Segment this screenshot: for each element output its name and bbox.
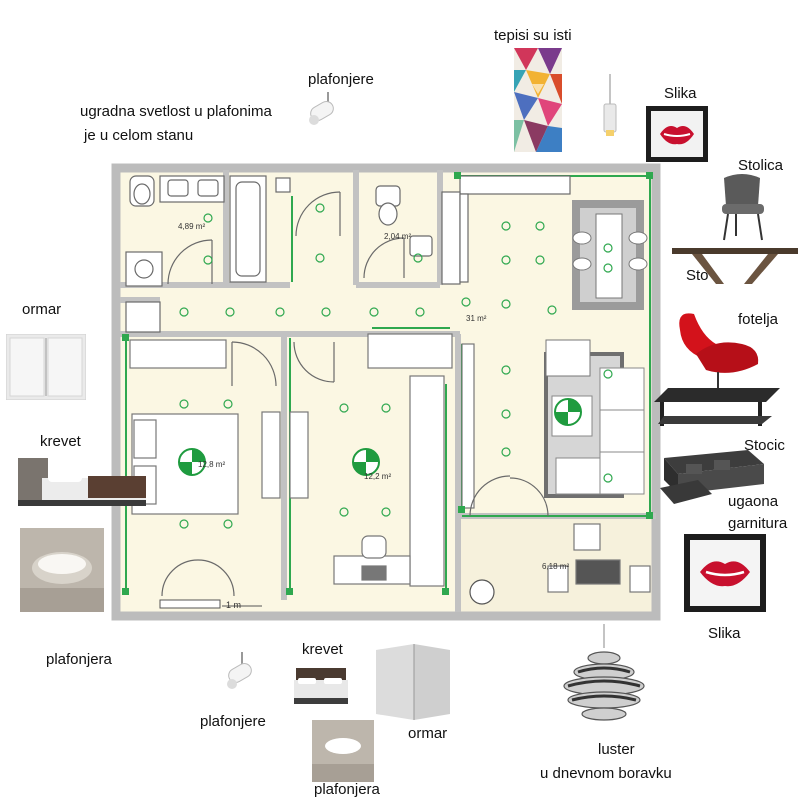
corner-nodes	[122, 172, 653, 595]
ceiling-lights	[179, 203, 613, 529]
dining-set	[572, 200, 648, 310]
living-sofa	[544, 339, 645, 498]
lips-painting-top-image	[646, 106, 708, 162]
main-light-markers	[178, 398, 582, 476]
spot-lamp-bottom-image	[227, 652, 252, 689]
area-living: 31 m²	[466, 314, 487, 323]
spot-lamp-top-image	[309, 92, 334, 125]
bedroom-furniture	[261, 411, 411, 585]
builtin-light-line1: ugradna svetlost u plafonima	[80, 103, 272, 120]
ceiling-light-left-label: plafonjera	[46, 651, 112, 668]
wardrobe-left-image	[6, 334, 86, 400]
chair-image	[722, 174, 764, 241]
area-bathroom: 4,89 m²	[178, 222, 206, 231]
painting-top-label: Slika	[664, 85, 697, 102]
bathroom-fixtures	[125, 175, 267, 333]
rugs-label: tepisi su isti	[494, 27, 572, 44]
chandelier-label-line1: luster	[598, 741, 635, 758]
corner-sofa-image	[660, 450, 764, 504]
table-label: Sto	[686, 267, 709, 284]
wardrobe-bottom-label: ormar	[408, 725, 448, 742]
ceiling-light-left-image	[20, 528, 104, 612]
outer-walls	[111, 163, 661, 621]
area-balcony: 6,18 m²	[542, 562, 570, 571]
sofa-label-line1: ugaona	[728, 493, 779, 510]
area-toilet: 2,04 m²	[384, 232, 412, 241]
builtin-light-line2: je u celom stanu	[84, 127, 194, 144]
balcony-furniture	[469, 523, 651, 605]
bed-left-image	[18, 458, 146, 506]
bed-left-label: krevet	[40, 433, 81, 450]
ceiling-light-bottom-label: plafonjera	[314, 781, 380, 798]
bed-bottom-image	[294, 668, 348, 704]
ceiling-lamps-top-label: plafonjere	[308, 71, 374, 88]
wardrobe-left-label: ormar	[22, 301, 62, 318]
chandelier-label-line2: u dnevnom boravku	[540, 765, 672, 782]
chandelier-image	[563, 624, 645, 721]
wardrobe-bottom-image	[376, 644, 450, 720]
sofa-label-line2: garnitura	[728, 515, 788, 532]
toilet-fixtures	[363, 185, 433, 279]
hall-doors	[275, 177, 341, 237]
scale-bar	[159, 599, 262, 609]
scale-label: 1 m	[226, 600, 242, 610]
area-bedroom2: 12,2 m²	[364, 472, 392, 481]
closets	[129, 333, 475, 587]
ceiling-light-bottom-image	[312, 720, 374, 782]
area-bedroom1: 12,8 m²	[198, 460, 226, 469]
armchair-label: fotelja	[738, 311, 779, 328]
coffee-table-image	[654, 388, 780, 426]
bed-bottom-label: krevet	[302, 641, 343, 658]
chair-label: Stolica	[738, 157, 784, 174]
lips-painting-bottom-image	[684, 534, 766, 612]
rug-image	[514, 48, 562, 152]
bedroom-doors	[161, 341, 549, 597]
table-image	[672, 248, 798, 284]
kitchen	[441, 175, 571, 285]
painting-bottom-label: Slika	[708, 625, 741, 642]
coffee-table-label: Stocic	[744, 437, 785, 454]
pendant-lamp-image	[603, 74, 617, 136]
ceiling-lamps-bottom-label: plafonjere	[200, 713, 266, 730]
